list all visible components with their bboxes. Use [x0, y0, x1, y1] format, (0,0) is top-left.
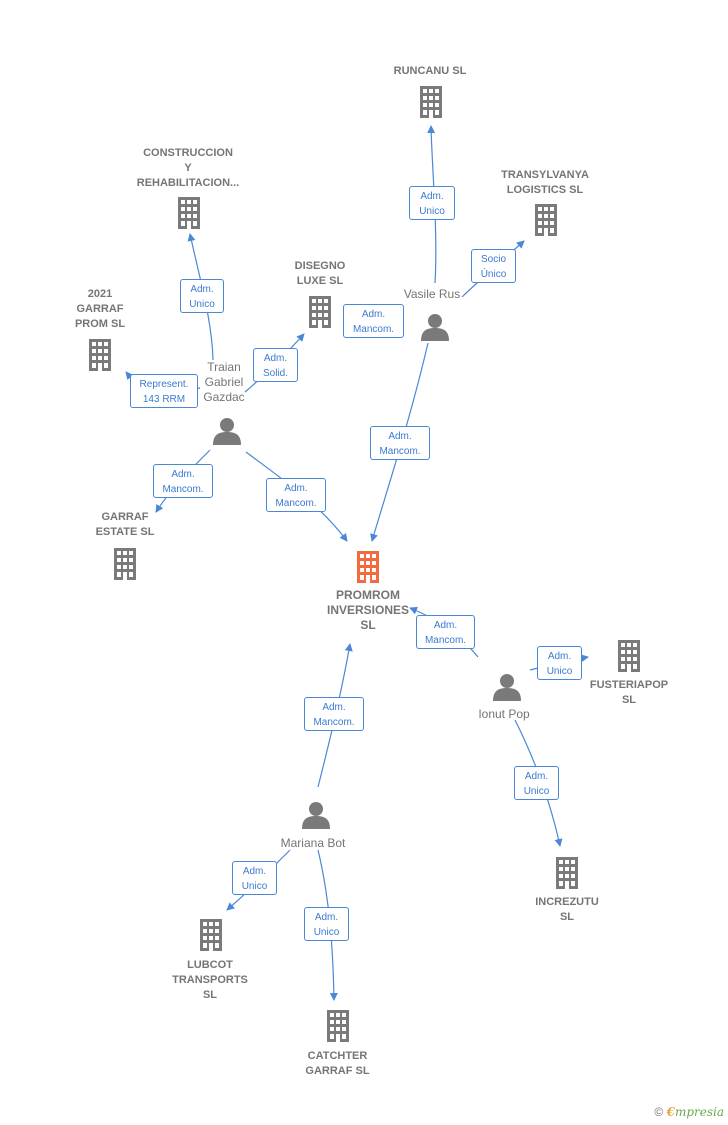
relation-box[interactable]: Adm.Mancom.	[370, 426, 430, 460]
relation-box[interactable]: Adm.Solid.	[253, 348, 298, 382]
building-icon-catchter[interactable]	[327, 1010, 349, 1042]
relation-box[interactable]: Adm.Unico	[232, 861, 277, 895]
company-label-construccion[interactable]: CONSTRUCCION Y REHABILITACION...	[136, 147, 240, 189]
relation-box[interactable]: Adm.Mancom.	[304, 697, 364, 731]
person-icon-mariana[interactable]	[302, 802, 330, 829]
relation-box[interactable]: Adm.Unico	[537, 646, 582, 680]
empresia-logo: €mpresia	[666, 1105, 724, 1119]
relation-box[interactable]: Adm.Unico	[304, 907, 349, 941]
company-label-garrafestate[interactable]: GARRAF ESTATE SL	[95, 511, 155, 538]
company-label-increzutu[interactable]: INCREZUTU SL	[535, 896, 599, 923]
building-icon-promrom[interactable]	[357, 551, 379, 583]
company-label-lubcot[interactable]: LUBCOT TRANSPORTS SL	[172, 959, 248, 1001]
person-icon-traian[interactable]	[213, 418, 241, 445]
person-label-mariana[interactable]: Mariana Bot	[280, 836, 346, 850]
company-label-garraf2021[interactable]: 2021 GARRAF PROM SL	[74, 288, 126, 330]
copyright-icon: ©	[654, 1105, 664, 1119]
company-label-transylvanya[interactable]: TRANSYLVANYA LOGISTICS SL	[501, 169, 589, 196]
building-icon-garrafestate[interactable]	[114, 548, 136, 580]
building-icon-fusteriapop[interactable]	[618, 640, 640, 672]
person-label-traian[interactable]: Traian Gabriel Gazdac	[203, 360, 245, 404]
center-company-label[interactable]: PROMROM INVERSIONES SL	[326, 588, 410, 632]
company-label-fusteriapop[interactable]: FUSTERIAPOP SL	[589, 679, 669, 706]
company-label-disegno[interactable]: DISEGNO LUXE SL	[294, 260, 346, 287]
building-icon-disegno[interactable]	[309, 296, 331, 328]
person-icon-ionut[interactable]	[493, 674, 521, 701]
relation-box[interactable]: Adm.Unico	[180, 279, 224, 313]
company-label-catchter[interactable]: CATCHTER GARRAF SL	[305, 1050, 370, 1077]
building-icon-garraf2021[interactable]	[89, 339, 111, 371]
relation-box[interactable]: Adm.Unico	[409, 186, 455, 220]
person-label-ionut[interactable]: Ionut Pop	[478, 707, 530, 721]
building-icon-transylvanya[interactable]	[535, 204, 557, 236]
person-icon-vasile[interactable]	[421, 314, 449, 341]
relation-box[interactable]: Adm.Mancom.	[416, 615, 475, 649]
relation-box[interactable]: Adm.Mancom.	[153, 464, 213, 498]
relation-box[interactable]: Adm.Unico	[514, 766, 559, 800]
relation-box[interactable]: Represent.143 RRM	[130, 374, 198, 408]
relation-box[interactable]: Adm.Mancom.	[343, 304, 404, 338]
building-icon-lubcot[interactable]	[200, 919, 222, 951]
person-label-vasile[interactable]: Vasile Rus	[403, 287, 461, 301]
company-label-runcanu[interactable]: RUNCANU SL	[393, 65, 467, 77]
building-icon-runcanu[interactable]	[420, 86, 442, 118]
empresia-credit[interactable]: © €mpresia	[654, 1105, 724, 1119]
building-icon-construccion[interactable]	[178, 197, 200, 229]
building-icon-increzutu[interactable]	[556, 857, 578, 889]
relation-box[interactable]: Adm.Mancom.	[266, 478, 326, 512]
